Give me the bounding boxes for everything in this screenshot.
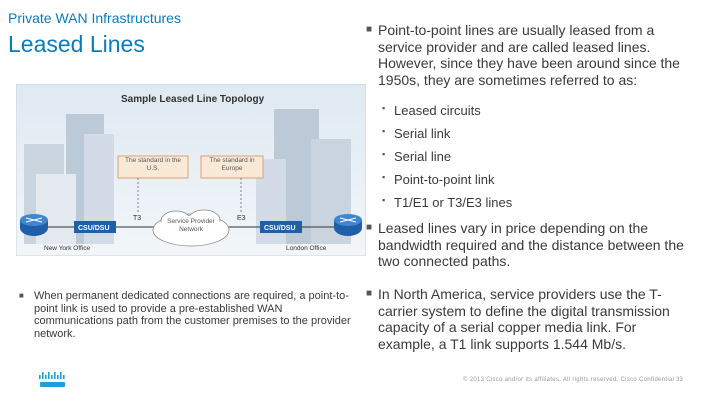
sub-item-text: Serial link <box>394 126 451 141</box>
bullet-icon: ■ <box>19 291 24 300</box>
bullet-icon: ■ <box>366 288 373 299</box>
router-icon-right <box>334 214 362 236</box>
right-bullet-2-text: Leased lines vary in price depending on … <box>378 220 684 269</box>
bullet-icon: ■ <box>366 24 373 35</box>
service-provider-cloud-icon <box>152 209 230 247</box>
sub-item-serial-link: ▪ Serial link <box>382 126 451 141</box>
left-bullet: ■ When permanent dedicated connections a… <box>19 290 354 340</box>
cisco-logo-icon <box>39 372 65 387</box>
sub-item-t1-e1-lines: ▪ T1/E1 or T3/E3 lines <box>382 195 513 210</box>
right-bullet-1: ■ Point-to-point lines are usually lease… <box>366 22 696 88</box>
left-bullet-text: When permanent dedicated connections are… <box>34 290 351 340</box>
right-bullet-1-text: Point-to-point lines are usually leased … <box>378 22 680 88</box>
leased-line-topology-diagram: Sample Leased Line Topology The standard… <box>16 84 366 256</box>
sub-item-text: Point-to-point link <box>394 172 495 187</box>
csu-dsu-device-left <box>74 221 116 233</box>
sub-bullet-icon: ▪ <box>382 195 386 205</box>
london-office-label: London Office <box>286 245 327 252</box>
csu-dsu-label-left: CSU/DSU <box>78 225 110 232</box>
sub-item-serial-line: ▪ Serial line <box>382 149 452 164</box>
europe-standard-label: The standard in Europe <box>209 157 255 172</box>
page-number: 33 <box>676 377 683 383</box>
footer-copyright: © 2013 Cisco and/or its affiliates. All … <box>463 377 675 383</box>
bullet-icon: ■ <box>366 222 373 233</box>
slide-title: Leased Lines <box>8 31 145 57</box>
sub-bullet-icon: ▪ <box>382 172 386 182</box>
csu-dsu-label-right: CSU/DSU <box>264 225 296 232</box>
right-bullet-3: ■ In North America, service providers us… <box>366 286 696 352</box>
sub-bullet-icon: ▪ <box>382 149 386 159</box>
sub-item-text: Serial line <box>394 149 452 164</box>
router-icon-left <box>20 214 48 236</box>
diagram-title: Sample Leased Line Topology <box>121 94 265 105</box>
e3-label: E3 <box>237 215 246 222</box>
t3-label: T3 <box>133 215 141 222</box>
sub-bullet-icon: ▪ <box>382 103 386 113</box>
right-bullet-2: ■ Leased lines vary in price depending o… <box>366 220 696 270</box>
sub-item-point-to-point-link: ▪ Point-to-point link <box>382 172 495 187</box>
slide-subtitle: Private WAN Infrastructures <box>8 10 181 26</box>
cloud-label: Service Provider Network <box>167 218 215 233</box>
europe-standard-box <box>200 155 264 179</box>
sub-item-text: Leased circuits <box>394 103 481 118</box>
sub-item-text: T1/E1 or T3/E3 lines <box>394 195 513 210</box>
sub-item-leased-circuits: ▪ Leased circuits <box>382 103 481 118</box>
right-bullet-3-text: In North America, service providers use … <box>378 286 670 352</box>
csu-dsu-device-right <box>260 221 302 233</box>
sub-bullet-icon: ▪ <box>382 126 386 136</box>
new-york-office-label: New York Office <box>44 245 91 252</box>
us-standard-label: The standard in the U.S. <box>124 157 181 172</box>
us-standard-box <box>117 155 189 179</box>
